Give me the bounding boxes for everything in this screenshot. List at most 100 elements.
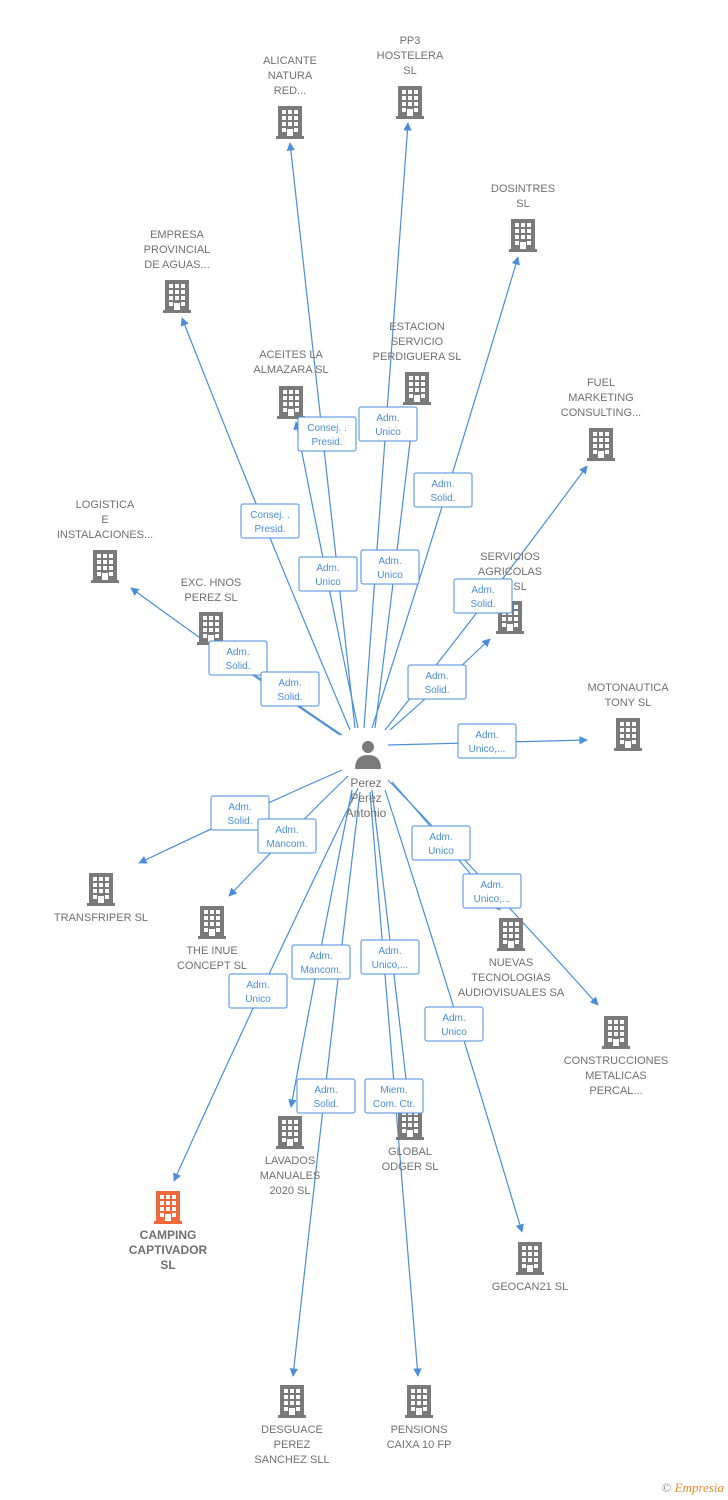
role-text: Solid.: [470, 599, 495, 610]
company-label-line: SL: [403, 65, 416, 77]
company-dosintres[interactable]: DOSINTRES SL: [491, 183, 555, 252]
company-label-line: TRANSFRIPER SL: [54, 912, 148, 924]
building-icon: [276, 106, 304, 139]
company-construcciones[interactable]: CONSTRUCCIONESMETALICASPERCAL...: [564, 1016, 669, 1097]
building-icon: [405, 1385, 433, 1418]
company-label-line: PROVINCIAL: [144, 244, 211, 256]
role-text: Mancom.: [300, 965, 341, 976]
role-text: Solid.: [225, 661, 250, 672]
company-label-line: EXC. HNOS: [181, 577, 242, 589]
role-label-box: Adm.Solid.: [296, 1078, 356, 1114]
company-label-line: DOSINTRES: [491, 183, 555, 195]
building-icon: [587, 428, 615, 461]
role-text: Unico: [375, 427, 401, 438]
role-text: Unico: [441, 1027, 467, 1038]
role-label-box: Adm.Unico: [424, 1006, 484, 1042]
company-label-line: SL: [160, 1258, 175, 1272]
company-alicante[interactable]: ALICANTENATURARED...: [263, 55, 317, 139]
company-label-line: DE AGUAS...: [144, 259, 209, 271]
company-nuevas[interactable]: NUEVAS TECNOLOGIAS AUDIOVISUALES SA: [458, 918, 565, 999]
person-name-line: Perez: [350, 791, 381, 805]
company-label-line: DESGUACE: [261, 1424, 323, 1436]
role-text: Solid.: [424, 685, 449, 696]
role-text: Unico: [245, 994, 271, 1005]
company-label-line: AUDIOVISUALES SA: [458, 987, 565, 999]
building-icon: [197, 612, 225, 645]
role-text: Adm.: [425, 671, 448, 682]
company-label-line: MARKETING: [568, 392, 633, 404]
company-label-line: PERCAL...: [589, 1085, 642, 1097]
company-label-line: ESTACION: [389, 321, 444, 333]
company-label-line: SERVICIOS: [480, 551, 540, 563]
role-text: Unico: [377, 570, 403, 581]
role-text: Adm.: [475, 730, 498, 741]
role-text: Com. Ctr.: [373, 1099, 415, 1110]
building-icon: [198, 906, 226, 939]
brand-name[interactable]: Empresia: [674, 1480, 724, 1495]
company-label-line: 2020 SL: [270, 1185, 311, 1197]
role-text: Adm.: [378, 556, 401, 567]
company-label-line: ODGER SL: [382, 1161, 439, 1173]
role-text: Adm.: [275, 825, 298, 836]
role-label-box: Consej. .Presid.: [297, 416, 357, 452]
company-label-line: THE INUE: [186, 945, 237, 957]
company-label-line: METALICAS: [585, 1070, 647, 1082]
company-label-line: NUEVAS: [489, 957, 533, 969]
company-label-line: SL: [516, 198, 529, 210]
role-text: Adm.: [228, 802, 251, 813]
role-label-box: Adm. Solid.: [208, 640, 268, 676]
company-label-line: E: [101, 514, 108, 526]
company-label-line: INSTALACIONES...: [57, 529, 153, 541]
company-label-line: ALICANTE: [263, 55, 317, 67]
company-transfriper[interactable]: TRANSFRIPER SL: [54, 873, 148, 924]
company-label-line: SANCHEZ SLL: [254, 1454, 329, 1466]
company-label-line: GLOBAL: [388, 1146, 432, 1158]
company-label-line: FUEL: [587, 377, 615, 389]
role-text: Unico,...: [469, 744, 506, 755]
company-global[interactable]: GLOBAL ODGER SL: [382, 1107, 439, 1173]
company-logistica[interactable]: LOGISTICAEINSTALACIONES...: [57, 499, 153, 583]
person-icon: [355, 741, 381, 769]
role-label-box: Adm.Mancom.: [257, 818, 317, 854]
role-label-box: Adm.Solid.: [453, 578, 513, 614]
company-geocan[interactable]: GEOCAN21 SL: [492, 1242, 568, 1293]
building-icon: [403, 372, 431, 405]
role-label-box: Consej. .Presid.: [240, 503, 300, 539]
role-text: Unico: [428, 846, 454, 857]
company-label-line: CONSULTING...: [561, 407, 641, 419]
company-label-line: TECNOLOGIAS: [471, 972, 550, 984]
company-desguace[interactable]: DESGUACE PEREZ SANCHEZ SLL: [254, 1385, 330, 1466]
role-label-box: Adm.Solid.: [260, 671, 320, 707]
role-text: Adm.: [278, 678, 301, 689]
footer-brand: © Empresia: [662, 1480, 725, 1496]
company-label-line: PENSIONS: [391, 1424, 448, 1436]
building-icon: [516, 1242, 544, 1275]
role-label-box: Adm.Unico,...: [462, 873, 522, 909]
role-text: Consej. .: [250, 510, 289, 521]
role-text: Unico,...: [474, 894, 511, 905]
company-label-line: ALMAZARA SL: [253, 364, 328, 376]
role-label-box: Adm.Solid.: [210, 795, 270, 831]
role-text: Adm.: [226, 647, 249, 658]
company-label-line: MANUALES: [260, 1170, 321, 1182]
building-icon: [497, 918, 525, 951]
building-icon: [277, 386, 305, 419]
company-fuel[interactable]: FUEL MARKETING CONSULTING...: [561, 377, 641, 461]
company-label-line: EMPRESA: [150, 229, 204, 241]
role-label-box: Adm.Unico: [298, 556, 358, 592]
company-empresa-provincial[interactable]: EMPRESA PROVINCIAL DE AGUAS...: [144, 229, 211, 313]
building-icon: [614, 718, 642, 751]
company-label-line: PEREZ: [274, 1439, 311, 1451]
